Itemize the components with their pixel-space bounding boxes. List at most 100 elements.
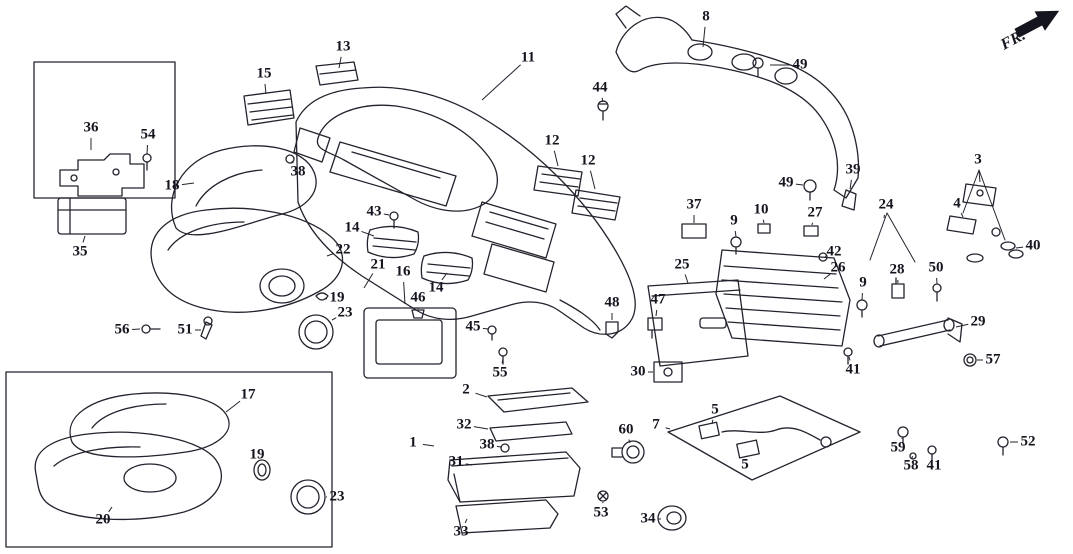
part-callout-16: 16	[395, 263, 411, 280]
leader-line-35	[82, 235, 86, 243]
part-callout-24: 24	[878, 196, 894, 213]
part-callout-21: 21	[370, 256, 386, 273]
glove-box-assembly	[647, 249, 851, 367]
part-callout-2: 2	[462, 381, 470, 398]
part-callout-13: 13	[335, 38, 351, 55]
part-callout-36: 36	[83, 119, 99, 136]
part-callout-31: 31	[448, 453, 464, 470]
part-callout-19: 19	[329, 289, 345, 306]
part-callout-22: 22	[335, 241, 351, 258]
part-callout-28: 28	[889, 261, 905, 278]
leader-line-12	[589, 170, 596, 190]
leader-line-31	[465, 463, 473, 466]
part-callout-4: 4	[953, 195, 961, 212]
part-callout-32: 32	[456, 416, 472, 433]
part-callout-11: 11	[520, 49, 536, 66]
part-callout-30: 30	[630, 363, 646, 380]
part-callout-3: 3	[974, 151, 982, 168]
leader-line-2	[475, 392, 488, 398]
part-callout-33: 33	[453, 523, 469, 540]
part-callout-41: 41	[926, 457, 942, 474]
part-callout-15: 15	[256, 65, 272, 82]
part-callout-57: 57	[985, 351, 1001, 368]
part-callout-20: 20	[95, 511, 111, 528]
part-callout-46: 46	[410, 289, 426, 306]
part-callout-58: 58	[903, 457, 919, 474]
part-callout-41: 41	[845, 361, 861, 378]
leader-line-20	[108, 506, 113, 513]
part-callout-27: 27	[807, 204, 823, 221]
leader-line-44	[601, 97, 604, 103]
part-callout-59: 59	[890, 439, 906, 456]
instrument-panel-garnish	[293, 86, 636, 335]
leader-line-25	[684, 274, 689, 284]
leader-line-21	[363, 273, 374, 289]
part-callout-49: 49	[778, 174, 794, 191]
part-callout-18: 18	[164, 177, 180, 194]
leader-line-55	[501, 358, 504, 364]
part-callout-40: 40	[1025, 237, 1041, 254]
leader-line-29	[955, 323, 969, 328]
part-callout-51: 51	[177, 321, 193, 338]
leader-line-8	[702, 26, 706, 48]
harness-and-lighter-group	[597, 395, 861, 531]
leader-line-22	[326, 253, 334, 257]
part-callout-39: 39	[845, 161, 861, 178]
part-callout-23: 23	[329, 488, 345, 505]
leader-line-13	[338, 56, 342, 69]
leader-line-15	[264, 83, 267, 95]
part-callout-14: 14	[344, 219, 360, 236]
part-callout-7: 7	[652, 416, 660, 433]
leader-line-14	[441, 272, 448, 281]
part-callout-23: 23	[337, 304, 353, 321]
leader-line-1	[422, 443, 435, 447]
part-callout-60: 60	[618, 421, 634, 438]
part-callout-45: 45	[465, 318, 481, 335]
leader-line-5	[711, 419, 714, 425]
part-callout-9: 9	[859, 274, 867, 291]
leader-line-27	[811, 222, 814, 226]
leader-line-12	[553, 150, 559, 167]
part-callout-1: 1	[409, 434, 417, 451]
part-callout-19: 19	[249, 446, 265, 463]
part-callout-47: 47	[650, 291, 666, 308]
leader-line-33	[464, 518, 468, 524]
inset-box-bottom-left	[5, 371, 333, 548]
leader-line-14	[361, 230, 375, 237]
leader-line-16	[403, 281, 406, 305]
leader-line-10	[762, 219, 765, 224]
fr-arrow-icon	[1014, 10, 1060, 38]
leader-line-49	[795, 183, 804, 186]
part-callout-10: 10	[753, 201, 769, 218]
leader-line-45	[482, 327, 489, 330]
part-callout-53: 53	[593, 504, 609, 521]
part-callout-42: 42	[826, 243, 842, 260]
part-callout-48: 48	[604, 294, 620, 311]
leader-line-18	[181, 182, 195, 186]
leader-line-38	[291, 160, 294, 164]
part-callout-26: 26	[830, 259, 846, 276]
leader-line-3	[978, 169, 981, 183]
part-callout-54: 54	[140, 126, 156, 143]
leader-line-17	[225, 400, 241, 413]
vent-grilles	[243, 61, 621, 285]
part-callout-50: 50	[928, 259, 944, 276]
leader-line-26	[823, 273, 831, 280]
part-callout-49: 49	[792, 56, 808, 73]
part-callout-55: 55	[492, 364, 508, 381]
part-callout-56: 56	[114, 321, 130, 338]
leader-line-4	[960, 212, 964, 218]
steering-column-cover-upper	[171, 145, 317, 236]
leader-line-39	[849, 179, 852, 190]
part-callout-43: 43	[366, 203, 382, 220]
part-callout-25: 25	[674, 256, 690, 273]
part-callout-9: 9	[730, 212, 738, 229]
part-callout-12: 12	[580, 152, 596, 169]
leader-line-60	[628, 439, 631, 444]
leader-line-32	[473, 426, 489, 430]
part-callout-35: 35	[72, 243, 88, 260]
leader-line-43	[383, 213, 390, 216]
leader-line-9	[734, 230, 737, 238]
